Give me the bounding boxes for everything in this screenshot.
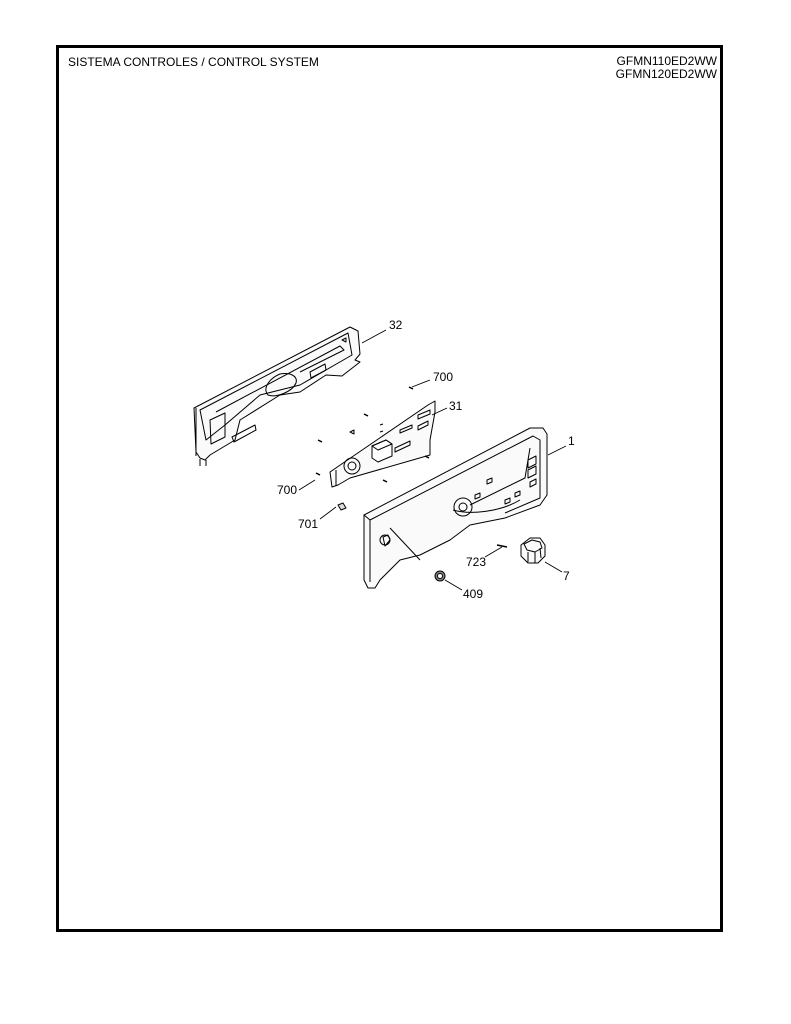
drawing-border xyxy=(56,45,723,932)
callout-723: 723 xyxy=(466,555,487,569)
callout-701: 701 xyxy=(298,517,319,531)
callout-409: 409 xyxy=(463,587,484,601)
part-31-circuit-board xyxy=(329,400,436,488)
callout-700-lower: 700 xyxy=(277,483,298,497)
part-7-knob xyxy=(520,537,546,564)
callout-1: 1 xyxy=(568,434,575,448)
model-number: GFMN120ED2WW xyxy=(615,67,717,81)
part-32-bracket xyxy=(193,326,361,466)
part-701-fastener xyxy=(337,502,347,511)
callout-700-upper: 700 xyxy=(433,370,454,384)
model-numbers: GFMN110ED2WW GFMN120ED2WW xyxy=(616,55,717,81)
part-1-console xyxy=(363,427,548,589)
callout-7: 7 xyxy=(563,569,570,583)
part-723-pin xyxy=(496,544,508,548)
callout-31: 31 xyxy=(449,399,463,413)
part-700-screws xyxy=(315,386,430,483)
callout-32: 32 xyxy=(389,318,403,332)
model-number: GFMN110ED2WW xyxy=(616,54,717,68)
page-title: SISTEMA CONTROLES / CONTROL SYSTEM xyxy=(68,55,319,69)
part-409-nut xyxy=(434,570,446,582)
leader-lines xyxy=(298,329,567,591)
